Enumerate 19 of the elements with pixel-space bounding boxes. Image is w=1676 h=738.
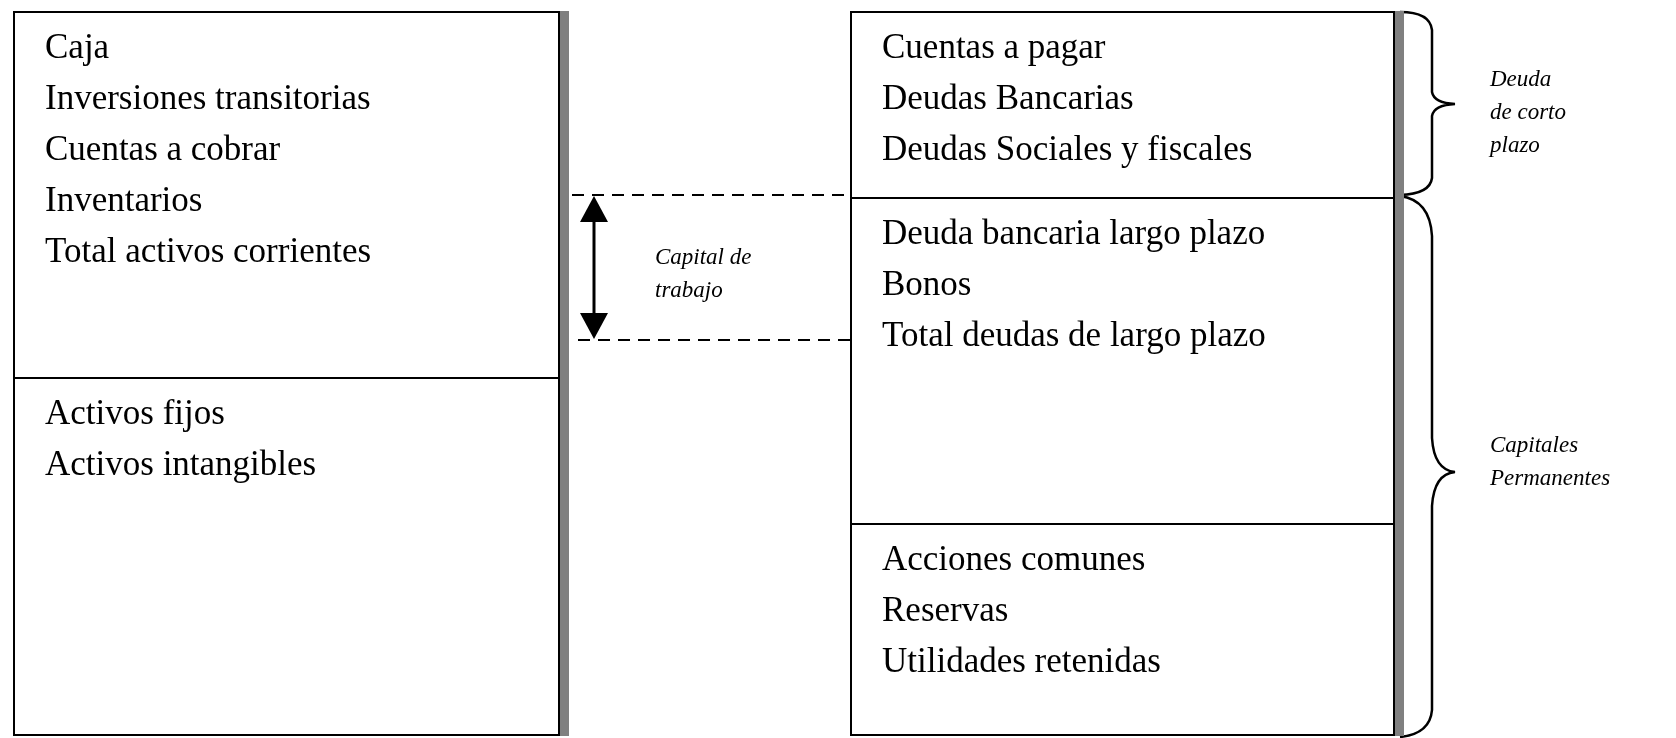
account-item: Activos intangibles xyxy=(45,443,318,485)
account-item: Caja xyxy=(45,26,111,68)
account-item: Deudas Sociales y fiscales xyxy=(882,128,1254,170)
account-item: Utilidades retenidas xyxy=(882,640,1162,682)
account-item: Inventarios xyxy=(45,179,204,221)
account-item: Deudas Bancarias xyxy=(882,77,1135,119)
bracket-label: Deuda de corto plazo xyxy=(1490,65,1567,159)
account-item: Deuda bancaria largo plazo xyxy=(882,212,1267,254)
account-item: Total activos corrientes xyxy=(45,230,373,272)
account-item: Bonos xyxy=(882,263,973,305)
account-item: Cuentas a cobrar xyxy=(45,128,282,170)
bracket-label: Capitales Permanentes xyxy=(1490,431,1610,492)
bracket-label: Capital de trabajo xyxy=(655,243,753,304)
account-item: Acciones comunes xyxy=(882,538,1147,580)
account-item: Cuentas a pagar xyxy=(882,26,1107,68)
account-item: Inversiones transitorias xyxy=(45,77,372,119)
account-item: Total deudas de largo plazo xyxy=(882,314,1267,356)
account-item: Activos fijos xyxy=(45,392,226,434)
account-item: Reservas xyxy=(882,589,1010,631)
